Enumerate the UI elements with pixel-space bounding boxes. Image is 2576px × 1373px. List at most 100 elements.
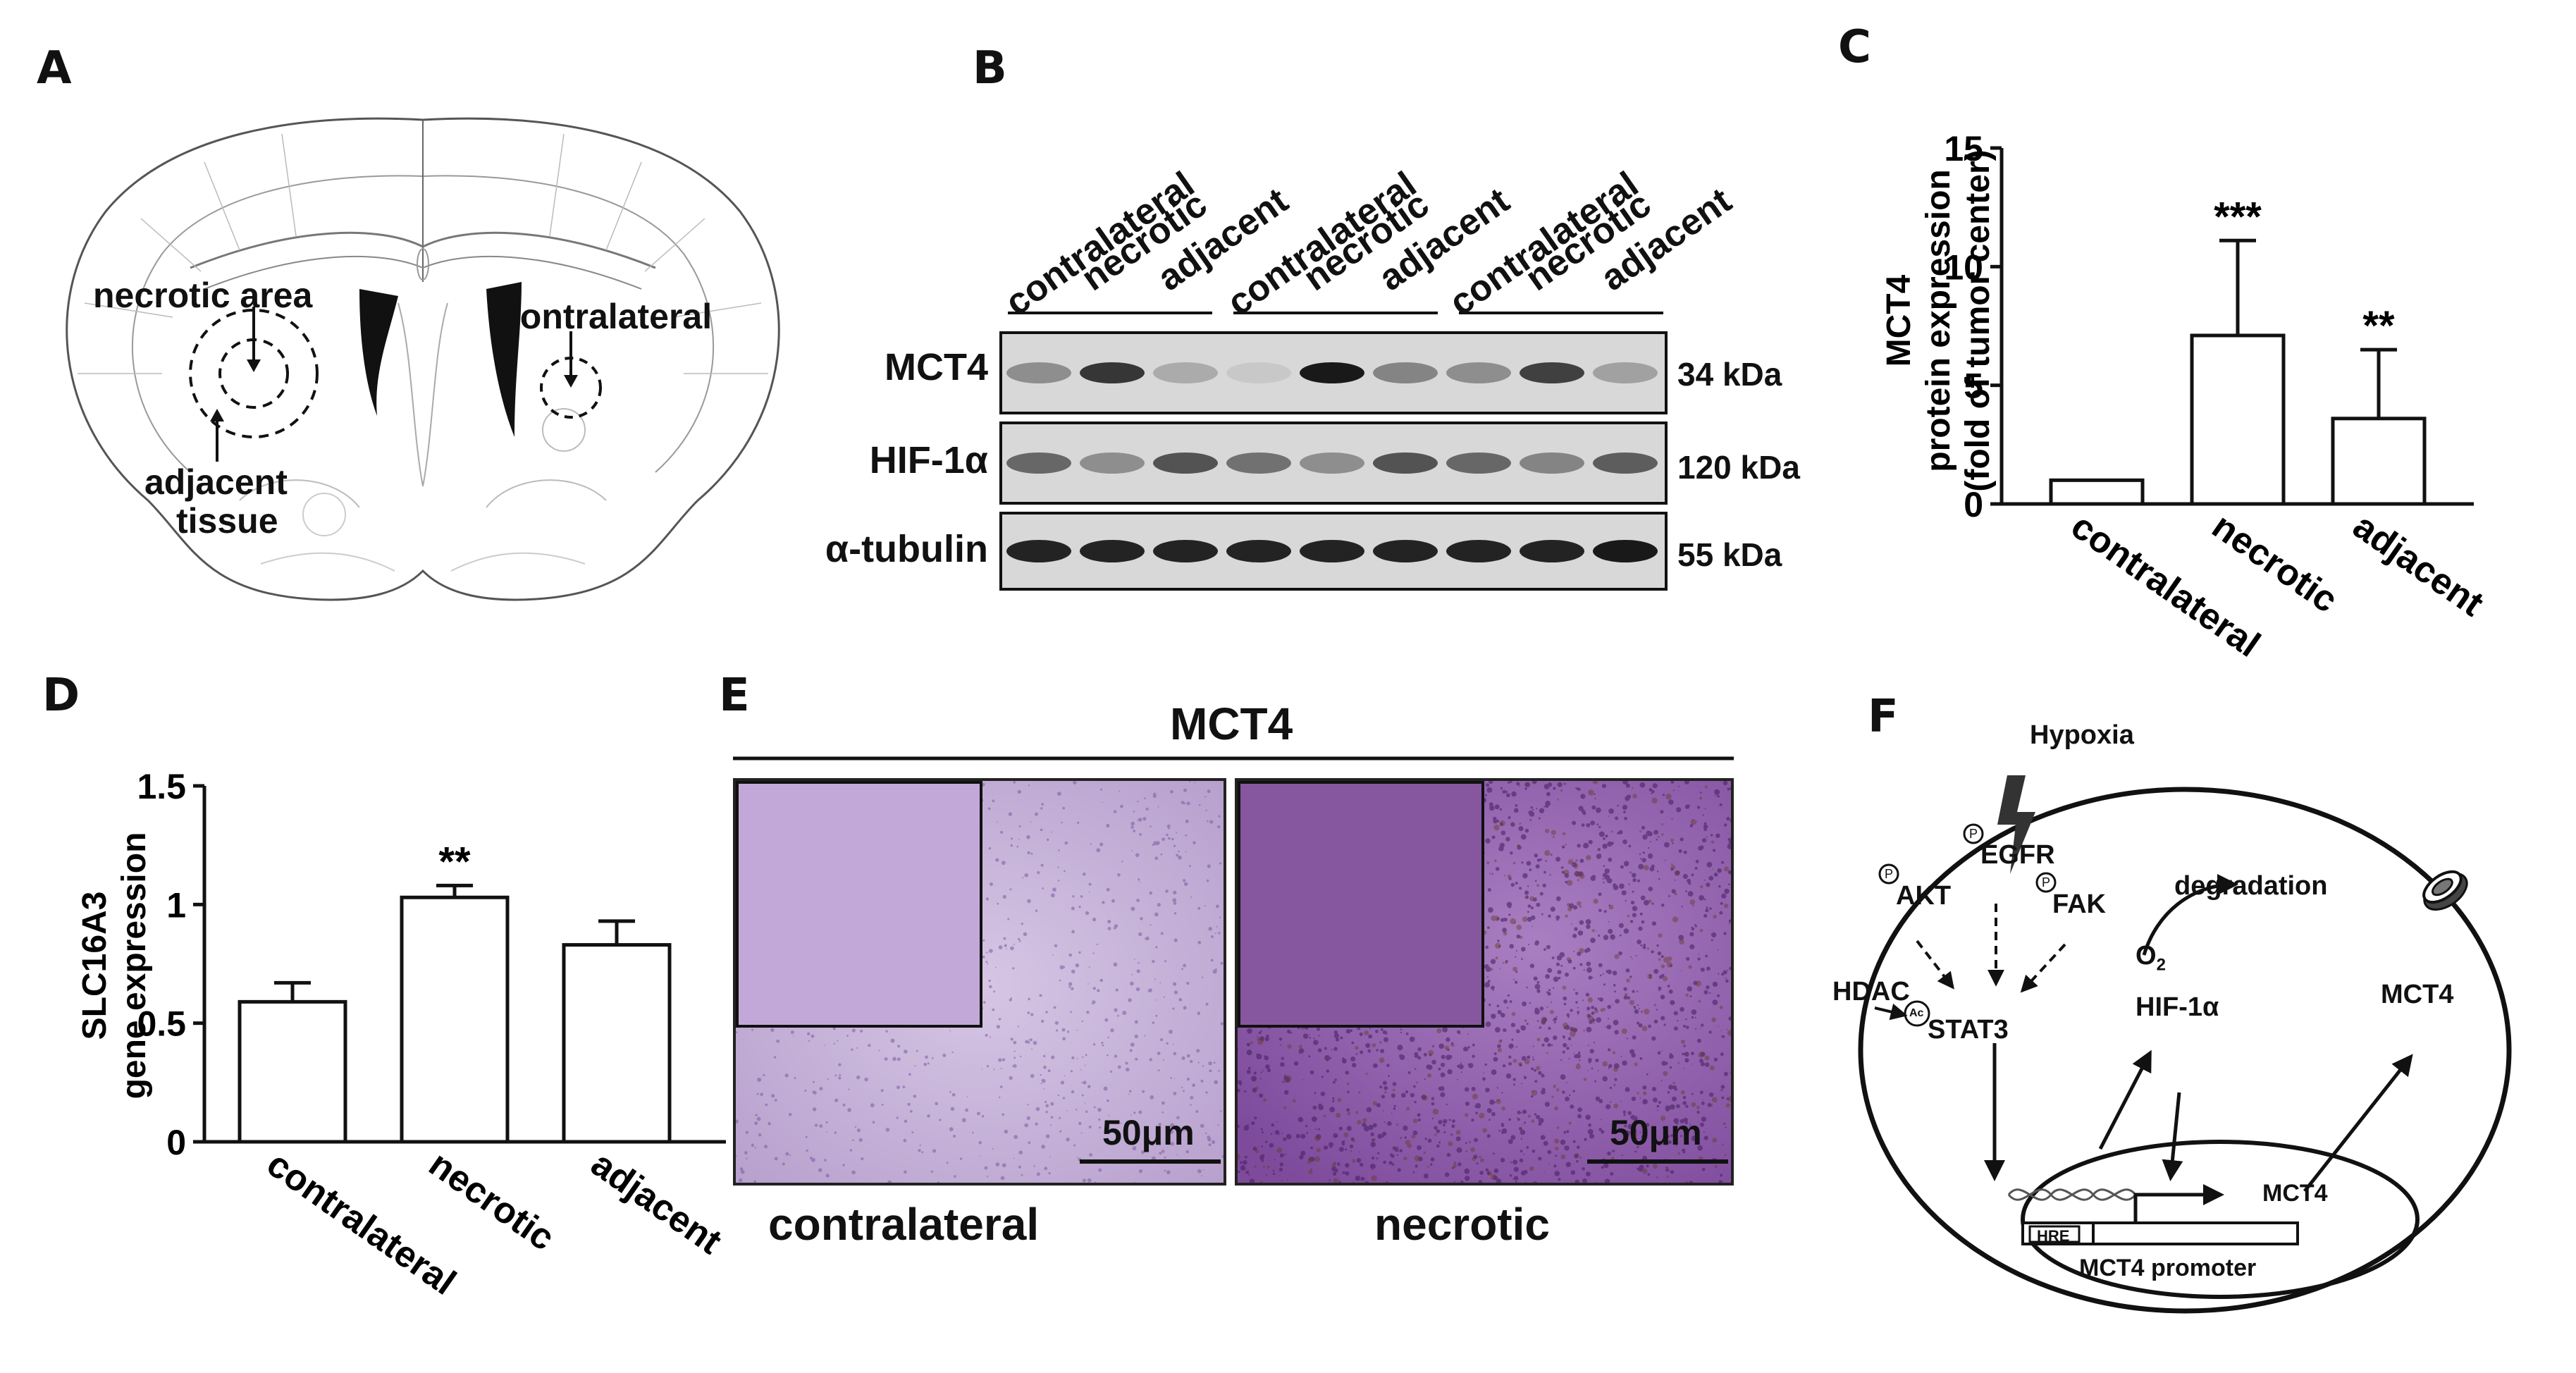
degradation-label: degradation — [2174, 871, 2328, 901]
bar-chart-c: 051015contralateral***necrotic**adjacent… — [1880, 129, 2491, 665]
kda-label-mct4: 34 kDa — [1677, 356, 1782, 393]
kda-label-tubulin: 55 kDa — [1677, 536, 1782, 573]
blot-band — [1593, 540, 1658, 562]
y-tick-label: 1.5 — [137, 767, 186, 806]
p-mark-egfr: P — [1969, 827, 1978, 841]
o2-label: O2 — [2136, 941, 2166, 975]
significance-mark: ** — [2362, 303, 2395, 349]
blot-hif1a — [999, 421, 1668, 505]
p-mark-akt: P — [1885, 867, 1894, 881]
brain-atlas-diagram — [66, 117, 780, 601]
blot-band — [1373, 452, 1438, 474]
category-label: adjacent — [2346, 505, 2491, 624]
significance-mark: *** — [2214, 194, 2262, 240]
ihc-caption-necrotic: necrotic — [1374, 1199, 1550, 1250]
kda-label-hif1a: 120 kDa — [1677, 449, 1800, 486]
adjacent-tissue-label-2: tissue — [176, 501, 278, 541]
panel-a-letter: A — [37, 42, 72, 94]
blot-band — [1593, 362, 1658, 383]
blot-band — [1520, 540, 1584, 562]
blot-band — [1446, 362, 1511, 383]
blot-band — [1300, 452, 1364, 474]
ihc-inset-contralateral — [736, 781, 982, 1028]
y-tick-label: 0.5 — [137, 1004, 186, 1044]
blot-band — [1226, 452, 1291, 474]
contralateral-area-label: contralateral — [500, 297, 713, 336]
hypoxia-label: Hypoxia — [2030, 720, 2134, 750]
ihc-caption-contralateral: contralateral — [768, 1199, 1040, 1250]
scalebar-label-contralateral: 50μm — [1102, 1113, 1195, 1152]
y-tick-label: 5 — [1964, 367, 1983, 406]
ac-mark: Ac — [1909, 1007, 1924, 1019]
group-underlines — [1008, 312, 1663, 314]
blot-mct4 — [999, 331, 1668, 414]
y-tick-label: 0 — [166, 1123, 186, 1162]
necrotic-area-label: necrotic area — [93, 276, 313, 315]
bar — [2331, 417, 2427, 506]
blot-band — [1153, 452, 1218, 474]
blot-band — [1080, 452, 1145, 474]
akt-label: AKT — [1896, 881, 1952, 911]
blot-row-label-tubulin: α-tubulin — [825, 528, 988, 570]
blot-band — [1153, 362, 1218, 383]
fak-label: FAK — [2052, 889, 2106, 919]
egfr-label: EGFR — [1980, 840, 2055, 870]
mct4-gene-label: MCT4 — [2262, 1180, 2328, 1207]
blot-band — [1373, 540, 1438, 562]
blot-band — [1226, 540, 1291, 562]
blot-row-label-hif1a: HIF-1α — [869, 439, 988, 481]
blot-band — [1006, 540, 1071, 562]
category-label: adjacent — [584, 1143, 729, 1262]
blot-band — [1006, 452, 1071, 474]
bar — [2049, 478, 2145, 506]
ihc-image-contralateral: 50μm — [733, 778, 1226, 1186]
significance-mark: ** — [438, 839, 471, 885]
bar — [400, 895, 510, 1144]
blot-band — [1373, 362, 1438, 383]
promoter-label: MCT4 promoter — [2079, 1255, 2257, 1281]
panel-d-letter: D — [42, 670, 80, 722]
bar — [2190, 333, 2286, 506]
hre-label: HRE — [2037, 1227, 2070, 1245]
scalebar-label-necrotic: 50μm — [1610, 1113, 1702, 1152]
blot-band — [1300, 362, 1364, 383]
bar — [562, 943, 672, 1144]
hif1a-label: HIF-1α — [2136, 992, 2219, 1022]
y-tick-label: 1 — [166, 885, 186, 925]
adjacent-tissue-label-1: adjacent — [144, 462, 288, 502]
ihc-inset-necrotic — [1238, 781, 1484, 1028]
pathway-diagram — [1858, 775, 2512, 1314]
panel-f-letter: F — [1868, 691, 1899, 743]
blot-row-label-mct4: MCT4 — [885, 346, 988, 388]
blot-band — [1446, 540, 1511, 562]
y-axis-label: gene expression — [116, 832, 153, 1100]
y-axis-label: (fold of tumor center) — [1959, 149, 1997, 491]
panel-c-letter: C — [1838, 21, 1871, 73]
blot-band — [1226, 362, 1291, 383]
hdac-label: HDAC — [1832, 977, 1910, 1006]
blot-band — [1300, 540, 1364, 562]
y-tick-label: 0 — [1964, 485, 1983, 524]
y-axis-label: MCT4 — [1880, 274, 1918, 367]
ihc-title: MCT4 — [1170, 698, 1293, 749]
category-label: necrotic — [421, 1143, 562, 1259]
panel-e-letter: E — [719, 670, 750, 722]
panel-b-letter: B — [973, 42, 1007, 94]
y-axis-label: protein expression — [1920, 169, 1957, 472]
ihc-image-necrotic: 50μm — [1235, 778, 1734, 1186]
bar — [238, 999, 347, 1144]
stat3-label: STAT3 — [1928, 1015, 2009, 1045]
y-axis-label: SLC16A3 — [76, 892, 113, 1040]
blot-band — [1006, 362, 1071, 383]
blot-band — [1153, 540, 1218, 562]
y-tick-label: 10 — [1944, 247, 1983, 287]
blot-tubulin — [999, 512, 1668, 591]
blot-band — [1446, 452, 1511, 474]
y-tick-label: 15 — [1944, 129, 1983, 168]
blot-band — [1080, 362, 1145, 383]
blot-band — [1080, 540, 1145, 562]
mct4-membrane-label: MCT4 — [2381, 980, 2454, 1009]
p-mark-fak: P — [2042, 875, 2051, 889]
ihc-title-rule — [733, 756, 1734, 761]
